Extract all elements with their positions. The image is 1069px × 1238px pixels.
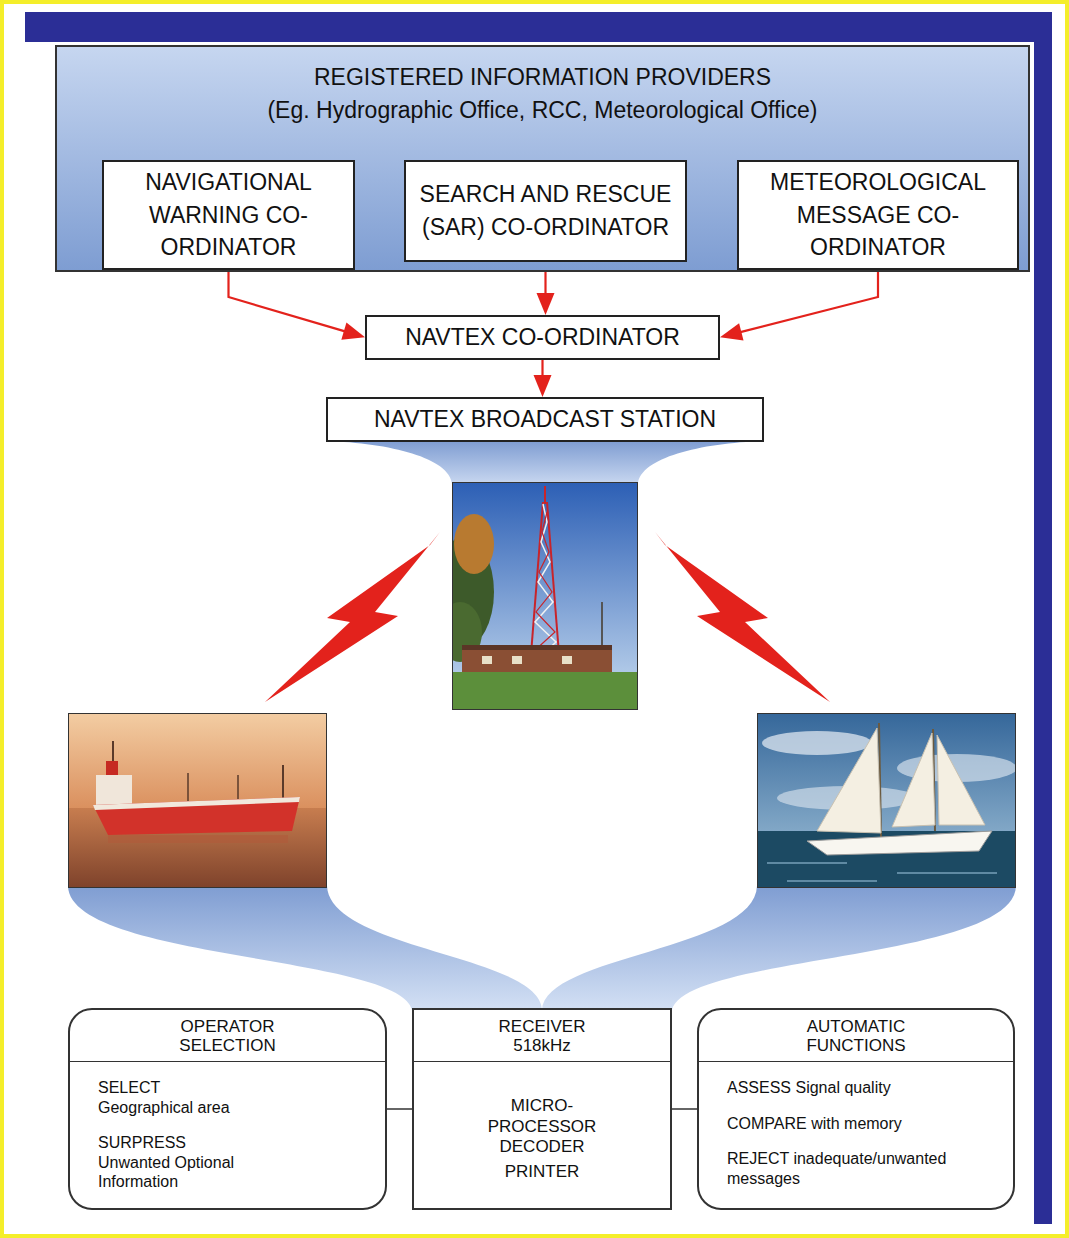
connector-line: [739, 270, 878, 332]
body-text: REJECT inadequate/unwanted messages: [727, 1149, 977, 1188]
receiver-box: RECEIVER 518kHzMICRO-PROCESSOR DECODER PR…: [412, 1008, 672, 1210]
body-text: SELECT Geographical area: [98, 1078, 238, 1117]
navtex-coordinator-box: NAVTEX CO-ORDINATOR: [365, 315, 720, 360]
heading-text: SEARCH AND RESCUE (SAR) CO-ORDINATOR: [416, 178, 675, 243]
body-text: SURPRESS Unwanted Optional Information: [98, 1133, 238, 1192]
operator-panel: OPERATOR SELECTION SELECT Geographical ar…: [68, 1008, 387, 1210]
connector-line: [541, 360, 543, 377]
arrowhead: [720, 323, 744, 340]
top-bar: [25, 12, 1052, 42]
side-bar: [1034, 12, 1052, 1224]
automatic-panel: AUTOMATIC FUNCTIONS ASSESS Signal quality…: [697, 1008, 1015, 1210]
broadcast-station-box: NAVTEX BROADCAST STATION: [326, 397, 764, 442]
connector: [720, 270, 878, 341]
connector: [534, 360, 552, 397]
coordinator-box: SEARCH AND RESCUE (SAR) CO-ORDINATOR: [404, 160, 687, 262]
sailboat-photo: [757, 713, 1017, 888]
arrowhead: [341, 322, 365, 339]
arrowhead: [537, 293, 555, 315]
lightning-bolt: [265, 532, 440, 702]
connector-line: [672, 1108, 697, 1110]
tower-photo: [434, 482, 638, 710]
heading-text: REGISTERED INFORMATION PROVIDERS: [57, 61, 1028, 94]
heading-text: NAVIGATIONAL WARNING CO-ORDINATOR: [114, 166, 343, 264]
heading-text: NAVTEX CO-ORDINATOR: [405, 321, 680, 354]
heading-text: METEOROLOGICAL MESSAGE CO-ORDINATOR: [749, 166, 1007, 264]
connector: [672, 1109, 697, 1110]
connector: [387, 1109, 412, 1110]
provider-band: REGISTERED INFORMATION PROVIDERS(Eg. Hyd…: [55, 45, 1030, 272]
coordinator-box: NAVIGATIONAL WARNING CO-ORDINATOR: [102, 160, 355, 270]
signal-funnel: [542, 886, 1016, 1010]
arrowhead: [534, 375, 552, 397]
connector-line: [387, 1108, 412, 1110]
body-text: MICRO-PROCESSOR DECODER: [457, 1096, 627, 1157]
body-text: PRINTER: [505, 1162, 580, 1182]
heading-text: OPERATOR SELECTION: [70, 1010, 385, 1062]
body-text: COMPARE with memory: [727, 1114, 977, 1134]
signal-funnel: [68, 886, 542, 1010]
heading-text: RECEIVER 518kHz: [414, 1010, 670, 1062]
body-text: (Eg. Hydrographic Office, RCC, Meteorolo…: [57, 94, 1028, 127]
connector-line: [229, 270, 346, 332]
lightning-bolt: [655, 532, 830, 702]
heading-text: AUTOMATIC FUNCTIONS: [699, 1010, 1013, 1062]
signal-funnel: [326, 441, 764, 484]
coordinator-box: METEOROLOGICAL MESSAGE CO-ORDINATOR: [737, 160, 1019, 270]
body-text: ASSESS Signal quality: [727, 1078, 977, 1098]
heading-text: NAVTEX BROADCAST STATION: [374, 403, 716, 436]
ship-photo: [68, 713, 327, 888]
connector: [229, 270, 366, 340]
